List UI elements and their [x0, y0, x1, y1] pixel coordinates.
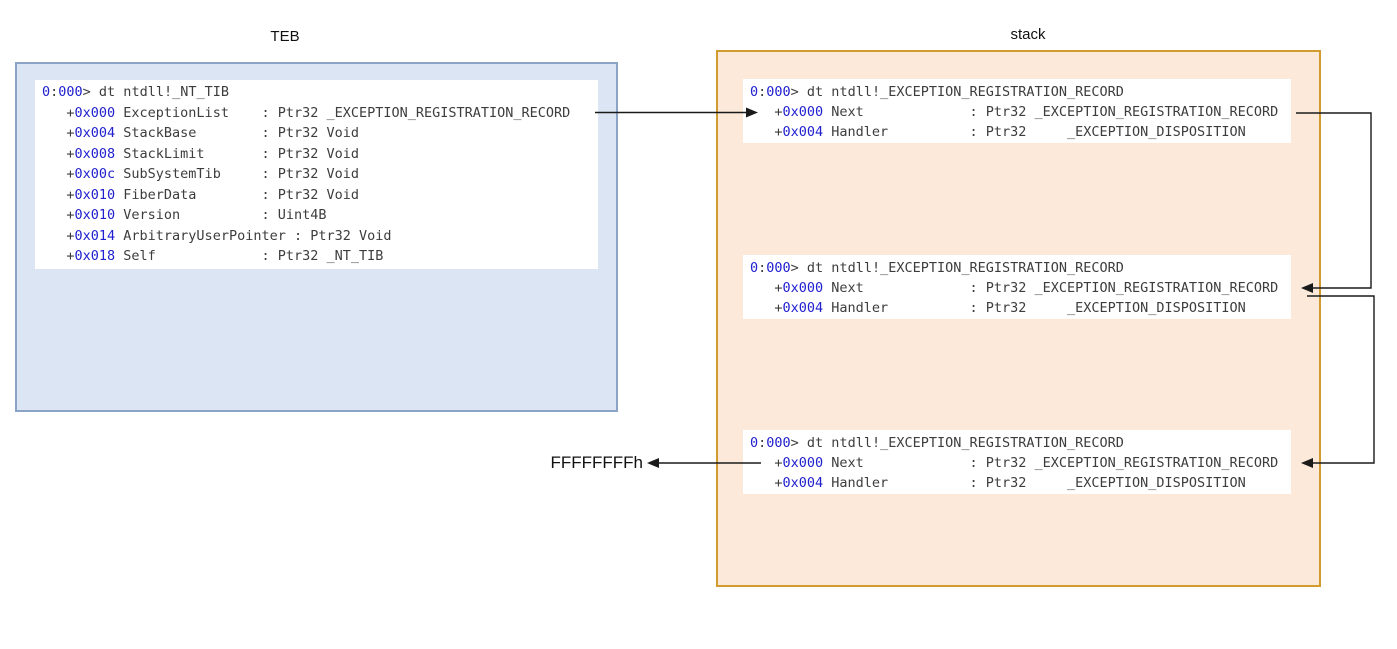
console-line: 0:000> dt ntdll!_EXCEPTION_REGISTRATION_…: [750, 84, 1124, 100]
console-line: +0x010 Version : Uint4B: [42, 207, 327, 223]
console-line: +0x014 ArbitraryUserPointer : Ptr32 Void: [42, 227, 392, 244]
teb-nt-tib-console-output: 0:000> dt ntdll!_NT_TIB +0x000 Exception…: [35, 80, 598, 269]
console-line: +0x000 ExceptionList : Ptr32 _EXCEPTION_…: [42, 104, 571, 121]
console-line: +0x00c SubSystemTib : Ptr32 Void: [42, 166, 359, 182]
console-line: +0x004 Handler : Ptr32 _EXCEPTION_DISPOS…: [750, 300, 1246, 316]
exception-registration-record-2: 0:000> dt ntdll!_EXCEPTION_REGISTRATION_…: [743, 255, 1291, 319]
console-line: +0x000 Next : Ptr32 _EXCEPTION_REGISTRAT…: [750, 104, 1279, 120]
exception-registration-record-1: 0:000> dt ntdll!_EXCEPTION_REGISTRATION_…: [743, 79, 1291, 143]
console-line: 0:000> dt ntdll!_EXCEPTION_REGISTRATION_…: [750, 260, 1124, 276]
exception-registration-record-3: 0:000> dt ntdll!_EXCEPTION_REGISTRATION_…: [743, 430, 1291, 494]
console-line: +0x018 Self : Ptr32 _NT_TIB: [42, 248, 384, 264]
console-line: +0x004 StackBase : Ptr32 Void: [42, 125, 359, 141]
teb-label: TEB: [270, 28, 300, 45]
console-line: +0x008 StackLimit : Ptr32 Void: [42, 145, 359, 162]
console-line: +0x000 Next : Ptr32 _EXCEPTION_REGISTRAT…: [750, 455, 1279, 471]
console-line: +0x000 Next : Ptr32 _EXCEPTION_REGISTRAT…: [750, 280, 1279, 296]
console-line: 0:000> dt ntdll!_NT_TIB: [42, 84, 229, 100]
console-line: +0x010 FiberData : Ptr32 Void: [42, 186, 359, 203]
stack-label: stack: [1010, 26, 1046, 43]
console-line: +0x004 Handler : Ptr32 _EXCEPTION_DISPOS…: [750, 124, 1246, 140]
console-line: 0:000> dt ntdll!_EXCEPTION_REGISTRATION_…: [750, 435, 1124, 451]
console-line: +0x004 Handler : Ptr32 _EXCEPTION_DISPOS…: [750, 475, 1246, 491]
chain-end-value-label: FFFFFFFFh: [550, 453, 643, 472]
